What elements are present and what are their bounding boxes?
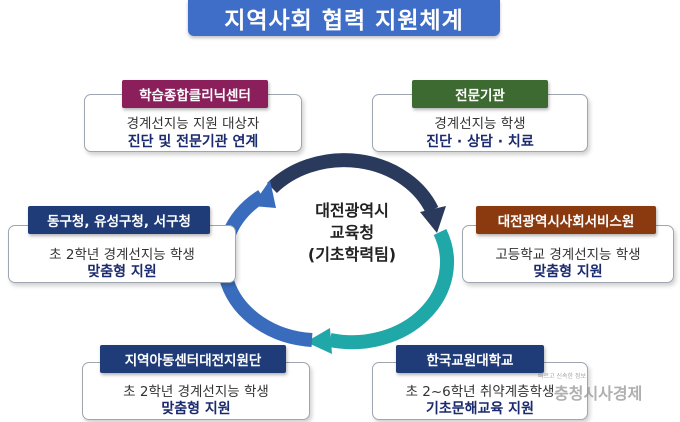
node-knue-line1: 초 2~6학년 취약계층학생 xyxy=(405,384,555,400)
node-gu-line2: 맞춤형 지원 xyxy=(87,264,157,280)
center-line3: (기초학력팀) xyxy=(307,245,397,264)
arrow-top xyxy=(267,153,439,214)
center-line2: 교육청 xyxy=(329,223,375,242)
node-child-tag: 지역아동센터대전지원단 xyxy=(100,345,286,373)
node-gu-tag: 동구청, 유성구청, 서구청 xyxy=(28,206,210,234)
center-label: 대전광역시 교육청 (기초학력팀) xyxy=(290,200,414,266)
node-child-line1: 초 2학년 경계선지능 학생 xyxy=(123,384,269,400)
node-social-line2: 맞춤형 지원 xyxy=(533,264,603,280)
arrow-right-head xyxy=(306,328,332,354)
arrow-right xyxy=(328,228,454,350)
node-social-line1: 고등학교 경계선지능 학생 xyxy=(495,247,641,263)
node-gu-line1: 초 2학년 경계선지능 학생 xyxy=(49,247,195,263)
node-expert-line1: 경계선지능 학생 xyxy=(434,116,526,132)
arrow-left-head xyxy=(252,180,276,208)
node-clinic-line1: 경계선지능 지원 대상자 xyxy=(126,116,260,132)
node-clinic-tag: 학습종합클리닉센터 xyxy=(122,80,268,108)
center-line1: 대전광역시 xyxy=(315,201,389,220)
watermark: 충청시사경제 xyxy=(554,384,643,403)
node-social-tag: 대전광역시사회서비스원 xyxy=(476,206,656,234)
node-knue-tag: 한국교원대학교 xyxy=(396,345,544,373)
watermark-small: 빠르고 신속한 정보 xyxy=(538,373,586,380)
node-expert-line2: 진단 · 상담 · 치료 xyxy=(426,134,534,150)
node-gu-panel xyxy=(8,225,236,283)
node-knue-line2: 기초문해교육 지원 xyxy=(426,401,534,417)
node-clinic-line2: 진단 및 전문기관 연계 xyxy=(127,134,259,150)
node-expert-tag: 전문기관 xyxy=(412,80,548,108)
node-child-line2: 맞춤형 지원 xyxy=(161,401,231,417)
arrow-top-head xyxy=(420,206,446,233)
diagram-title: 지역사회 협력 지원체계 xyxy=(188,0,500,36)
node-social-panel xyxy=(462,225,674,283)
